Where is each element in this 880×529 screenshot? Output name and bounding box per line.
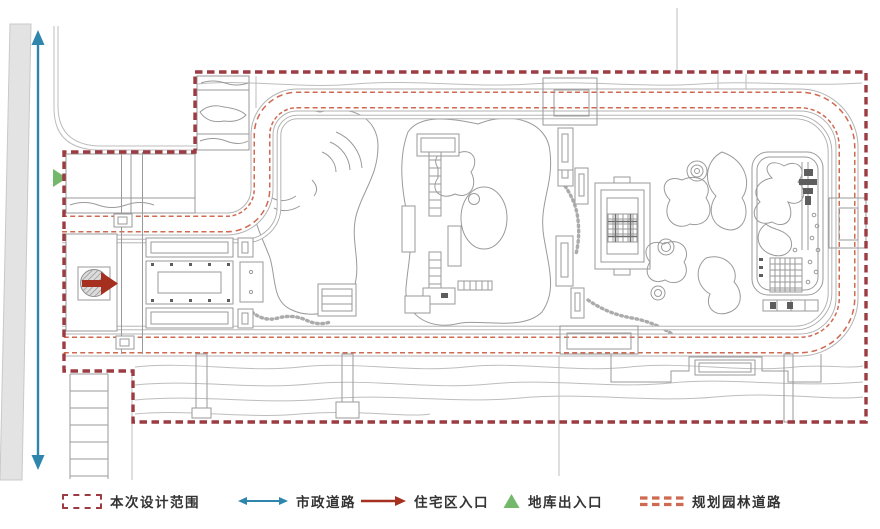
legend-label: 住宅区入口 [414,495,489,510]
design-boundary [62,70,868,424]
legend-item-municipal-road: 市政道路 [238,489,356,513]
scatter-stones [792,212,821,285]
entry-corridor [113,152,143,354]
double-arrow-icon [238,497,288,505]
double-dash-line-icon [640,496,684,507]
tree-symbols [650,160,708,301]
clubhouse-buildings [145,237,264,329]
legend-item-residential-entry: 住宅区入口 [360,489,489,513]
stair-ladder [69,373,109,479]
garden-zone-b [401,117,552,326]
play-equipment-icon [799,169,817,205]
municipal-road-band [0,23,196,481]
stepping-path [428,151,442,303]
legend-item-garage-exit: 地库出入口 [503,489,603,513]
left-entry-complex [65,153,264,332]
service-buildings [555,145,589,319]
bottom-road-texture [134,354,864,476]
south-connectors [191,353,794,423]
legend-label: 规划园林道路 [692,495,782,510]
triangle-up-icon [503,494,520,508]
right-arrow-icon [361,496,406,506]
municipal-road-arrow [31,30,45,470]
legend-label: 地库出入口 [528,495,603,510]
legend-label: 本次设计范围 [110,495,200,510]
entry-corridor-fill [122,152,142,354]
legend-item-design-scope: 本次设计范围 [62,489,200,513]
dashed-rect-icon [62,493,102,509]
garage-exit-triangle [53,169,67,187]
legend-label: 市政道路 [296,495,356,510]
legend-item-planned-garden-road: 规划园林道路 [640,489,782,513]
playground-enclosure [751,151,824,312]
residential-entrance-arrow [82,272,118,295]
north-gate [542,77,598,171]
central-pavilion [594,176,651,276]
garden-zone-c [555,145,748,336]
top-context-lines [196,8,863,151]
